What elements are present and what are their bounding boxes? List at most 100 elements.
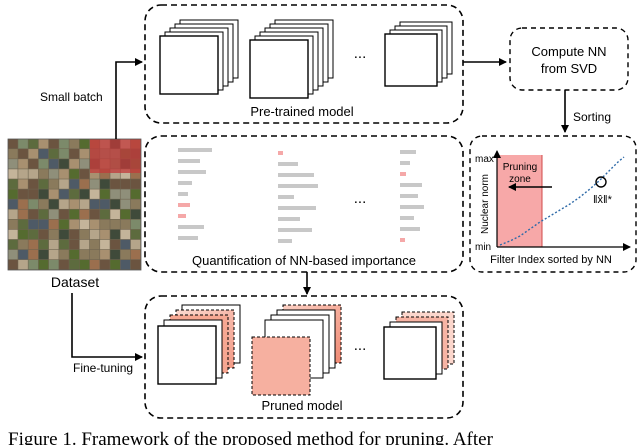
dataset-thumbnail-tile	[79, 209, 90, 220]
importance-bars-group-3	[400, 150, 424, 242]
pruned-ellipsis: ...	[354, 337, 367, 354]
dataset-thumbnail-tile	[28, 249, 39, 260]
pretrained-model-box	[144, 4, 464, 124]
dataset-thumbnail-tile	[130, 249, 141, 260]
dataset-thumbnail-tile	[89, 189, 100, 199]
dataset-thumbnail-tile	[28, 219, 39, 230]
dataset-thumbnail-tile	[59, 169, 69, 179]
dataset-thumbnail-tile	[100, 229, 110, 240]
dataset-thumbnail-tile	[59, 179, 69, 189]
importance-ellipsis: ...	[354, 190, 367, 207]
dataset-thumbnail-tile	[110, 229, 120, 240]
small-batch-label: Small batch	[40, 90, 103, 104]
dataset-thumbnail-tile	[100, 199, 110, 209]
dataset-thumbnail-tile	[69, 159, 80, 169]
dataset-thumbnail-tile	[69, 209, 80, 220]
pruning-zone	[497, 155, 542, 247]
dataset-thumbnail-tile	[69, 179, 80, 189]
dataset-thumbnail-tile	[120, 179, 131, 189]
dataset-thumbnail-tile	[130, 169, 141, 179]
dataset-thumbnail-tile	[120, 209, 131, 220]
dataset-thumbnail-tile	[79, 219, 90, 230]
dataset-thumbnail-tile	[59, 209, 69, 220]
dataset-thumbnail-tile	[38, 149, 49, 159]
chart-y-max: max	[475, 154, 494, 165]
dataset-thumbnail-tile	[48, 159, 59, 169]
figure-caption: Figure 1. Framework of the proposed meth…	[8, 429, 493, 445]
dataset-thumbnail-tile	[120, 229, 131, 240]
dataset-thumbnail-tile	[79, 169, 90, 179]
dataset-thumbnail-tile	[8, 179, 18, 189]
dataset-thumbnail-tile	[8, 229, 18, 240]
dataset-thumbnail-tile	[79, 159, 90, 169]
dataset-thumbnail-tile	[28, 189, 39, 199]
pruning-zone-label-line2: zone	[509, 174, 531, 185]
dataset-thumbnail-tile	[59, 149, 69, 159]
dataset-thumbnail-tile	[18, 239, 28, 250]
pruned-model-box	[144, 295, 464, 419]
dataset-thumbnail-tile	[120, 219, 131, 230]
dataset-thumbnail-tile	[59, 199, 69, 209]
dataset-thumbnail-tile	[38, 239, 49, 250]
dataset-image	[7, 138, 142, 271]
dataset-thumbnail-tile	[38, 169, 49, 179]
pruning-zone-label-line1: Pruning	[503, 162, 537, 173]
dataset-thumbnail-tile	[110, 209, 120, 220]
dataset-thumbnail-tile	[8, 139, 18, 149]
dataset-thumbnail-tile	[130, 199, 141, 209]
dataset-thumbnail-tile	[100, 239, 110, 250]
dataset-thumbnail-tile	[18, 249, 28, 260]
nn-annotation: ‖x̂‖*	[593, 194, 613, 206]
pretrained-model-label: Pre-trained model	[250, 104, 353, 119]
dataset-thumbnail-tile	[38, 159, 49, 169]
nn-highlight-circle	[595, 176, 607, 188]
quantification-box	[144, 135, 464, 273]
dataset-thumbnail-tile	[59, 229, 69, 240]
dataset-thumbnail-tile	[59, 139, 69, 149]
dataset-thumbnail-tile	[89, 209, 100, 220]
pretrained-filter-stack-2	[249, 19, 334, 99]
dataset-thumbnail-tile	[130, 189, 141, 199]
dataset-thumbnail-tile	[89, 229, 100, 240]
dataset-thumbnail-tile	[8, 169, 18, 179]
dataset-thumbnail-tile	[28, 169, 39, 179]
dataset-thumbnail-tile	[18, 189, 28, 199]
dataset-thumbnail-tile	[38, 219, 49, 230]
dataset-thumbnail-tile	[110, 249, 120, 260]
dataset-thumbnail-tile	[8, 239, 18, 250]
dataset-thumbnail-tile	[79, 259, 90, 270]
dataset-thumbnail-tile	[59, 259, 69, 270]
dataset-thumbnail-tile	[8, 259, 18, 270]
dataset-thumbnail-tile	[48, 259, 59, 270]
dataset-thumbnail-tile	[59, 249, 69, 260]
dataset-thumbnail-tile	[130, 229, 141, 240]
dataset-thumbnail-tile	[110, 169, 120, 179]
dataset-thumbnail-tile	[38, 199, 49, 209]
dataset-thumbnail-tile	[69, 199, 80, 209]
dataset-thumbnail-tile	[89, 249, 100, 260]
dataset-thumbnail-tile	[110, 239, 120, 250]
dataset-thumbnail-tile	[8, 209, 18, 220]
dataset-thumbnail-tile	[89, 219, 100, 230]
dataset-thumbnail-tile	[59, 239, 69, 250]
dataset-thumbnail-tile	[59, 189, 69, 199]
dataset-thumbnail-tile	[28, 139, 39, 149]
dataset-thumbnail-tile	[48, 239, 59, 250]
nn-chart-box	[469, 135, 637, 273]
fine-tuning-label: Fine-tuning	[73, 361, 133, 375]
dataset-thumbnail-tile	[110, 179, 120, 189]
dataset-thumbnail-tile	[69, 229, 80, 240]
dataset-thumbnail-tile	[38, 209, 49, 220]
dataset-thumbnail-tile	[59, 219, 69, 230]
dataset-label: Dataset	[51, 274, 99, 290]
arrow-small-batch	[115, 58, 143, 139]
compute-nn-label-line1: Compute NN	[531, 44, 606, 59]
dataset-thumbnail-tile	[18, 229, 28, 240]
dataset-thumbnail-tile	[18, 179, 28, 189]
dataset-thumbnail-tile	[48, 149, 59, 159]
dataset-thumbnail-tile	[100, 259, 110, 270]
dataset-thumbnail-tile	[8, 249, 18, 260]
dataset-thumbnail-tile	[120, 199, 131, 209]
compute-nn-label-line2: from SVD	[541, 61, 597, 76]
dataset-thumbnail-tile	[110, 259, 120, 270]
